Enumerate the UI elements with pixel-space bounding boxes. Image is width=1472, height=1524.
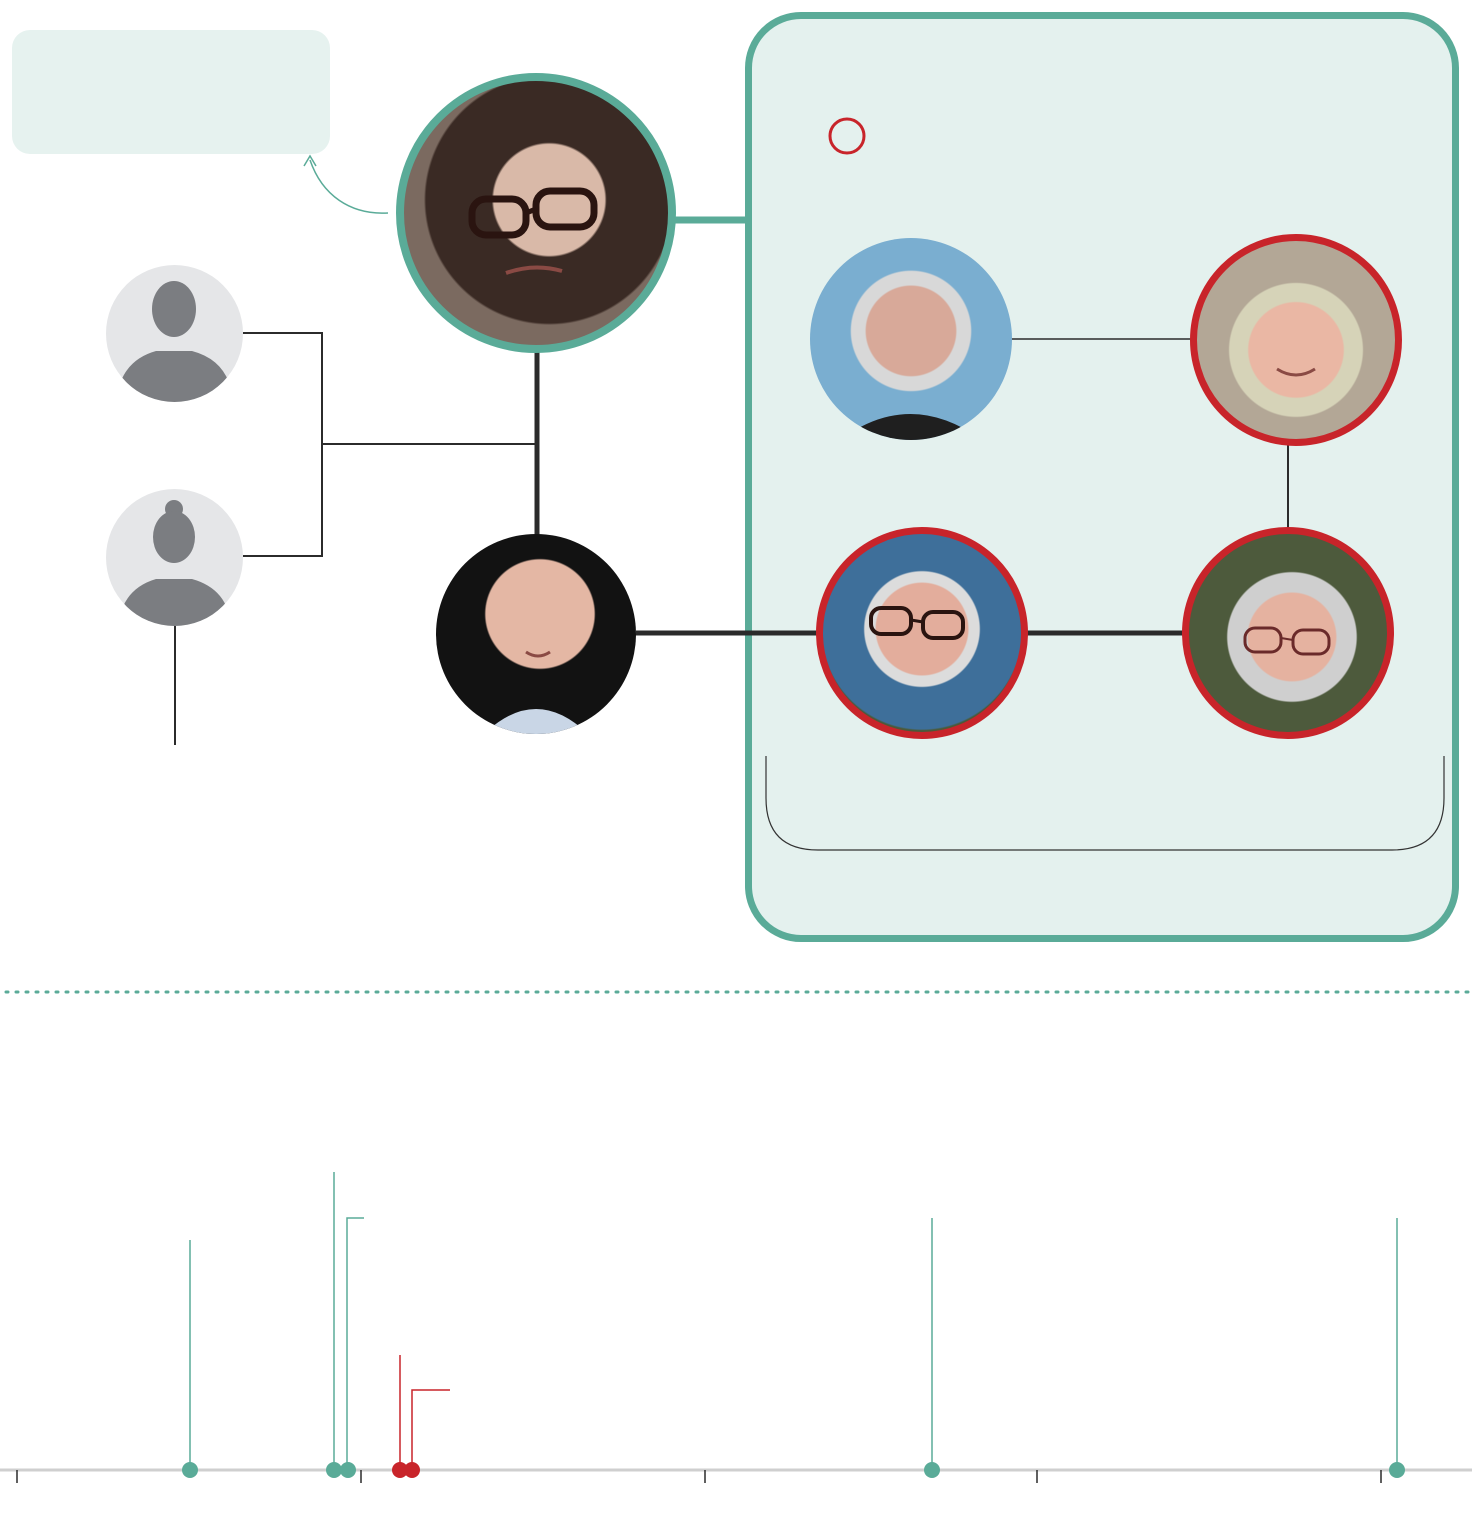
portrait-elderly-woman-glasses xyxy=(1243,626,1331,656)
portrait-bald-man xyxy=(484,650,588,734)
event-stem xyxy=(346,1217,364,1470)
timeline-ticks xyxy=(16,1470,1382,1483)
person-woman-elderly-glasses xyxy=(1182,527,1394,739)
callout-arrow xyxy=(309,159,389,214)
person-man-bald xyxy=(436,534,636,734)
timeline-dots xyxy=(182,1462,1405,1478)
event-stem xyxy=(411,1389,450,1470)
event-dot xyxy=(182,1462,198,1478)
callout-box xyxy=(12,30,330,154)
event-dot xyxy=(326,1462,342,1478)
portrait-elderly-man xyxy=(840,414,982,440)
event-dot xyxy=(1389,1462,1405,1478)
portrait-woman-glasses xyxy=(468,187,598,275)
event-dot xyxy=(340,1462,356,1478)
person-placeholder-male xyxy=(106,265,243,402)
person-placeholder-female xyxy=(106,489,243,626)
timeline-stems xyxy=(189,1172,1398,1470)
person-man-elderly-grey xyxy=(810,238,1012,440)
event-dot xyxy=(924,1462,940,1478)
person-woman-central xyxy=(396,73,676,353)
panel-bracket xyxy=(765,756,1445,851)
callout-arrow-head xyxy=(303,154,317,167)
person-man-elderly-glasses xyxy=(816,527,1028,739)
event-dot xyxy=(392,1462,408,1478)
person-woman-elderly-short-hair xyxy=(1190,234,1402,446)
male-silhouette-icon xyxy=(116,281,233,402)
female-silhouette-icon xyxy=(118,500,231,626)
portrait-elderly-woman xyxy=(1276,367,1316,377)
family-panel xyxy=(745,12,1459,942)
red-circle-outline-icon xyxy=(828,117,866,155)
event-dot xyxy=(404,1462,420,1478)
parents-bracket xyxy=(243,332,323,557)
portrait-elderly-man-glasses xyxy=(869,606,965,640)
